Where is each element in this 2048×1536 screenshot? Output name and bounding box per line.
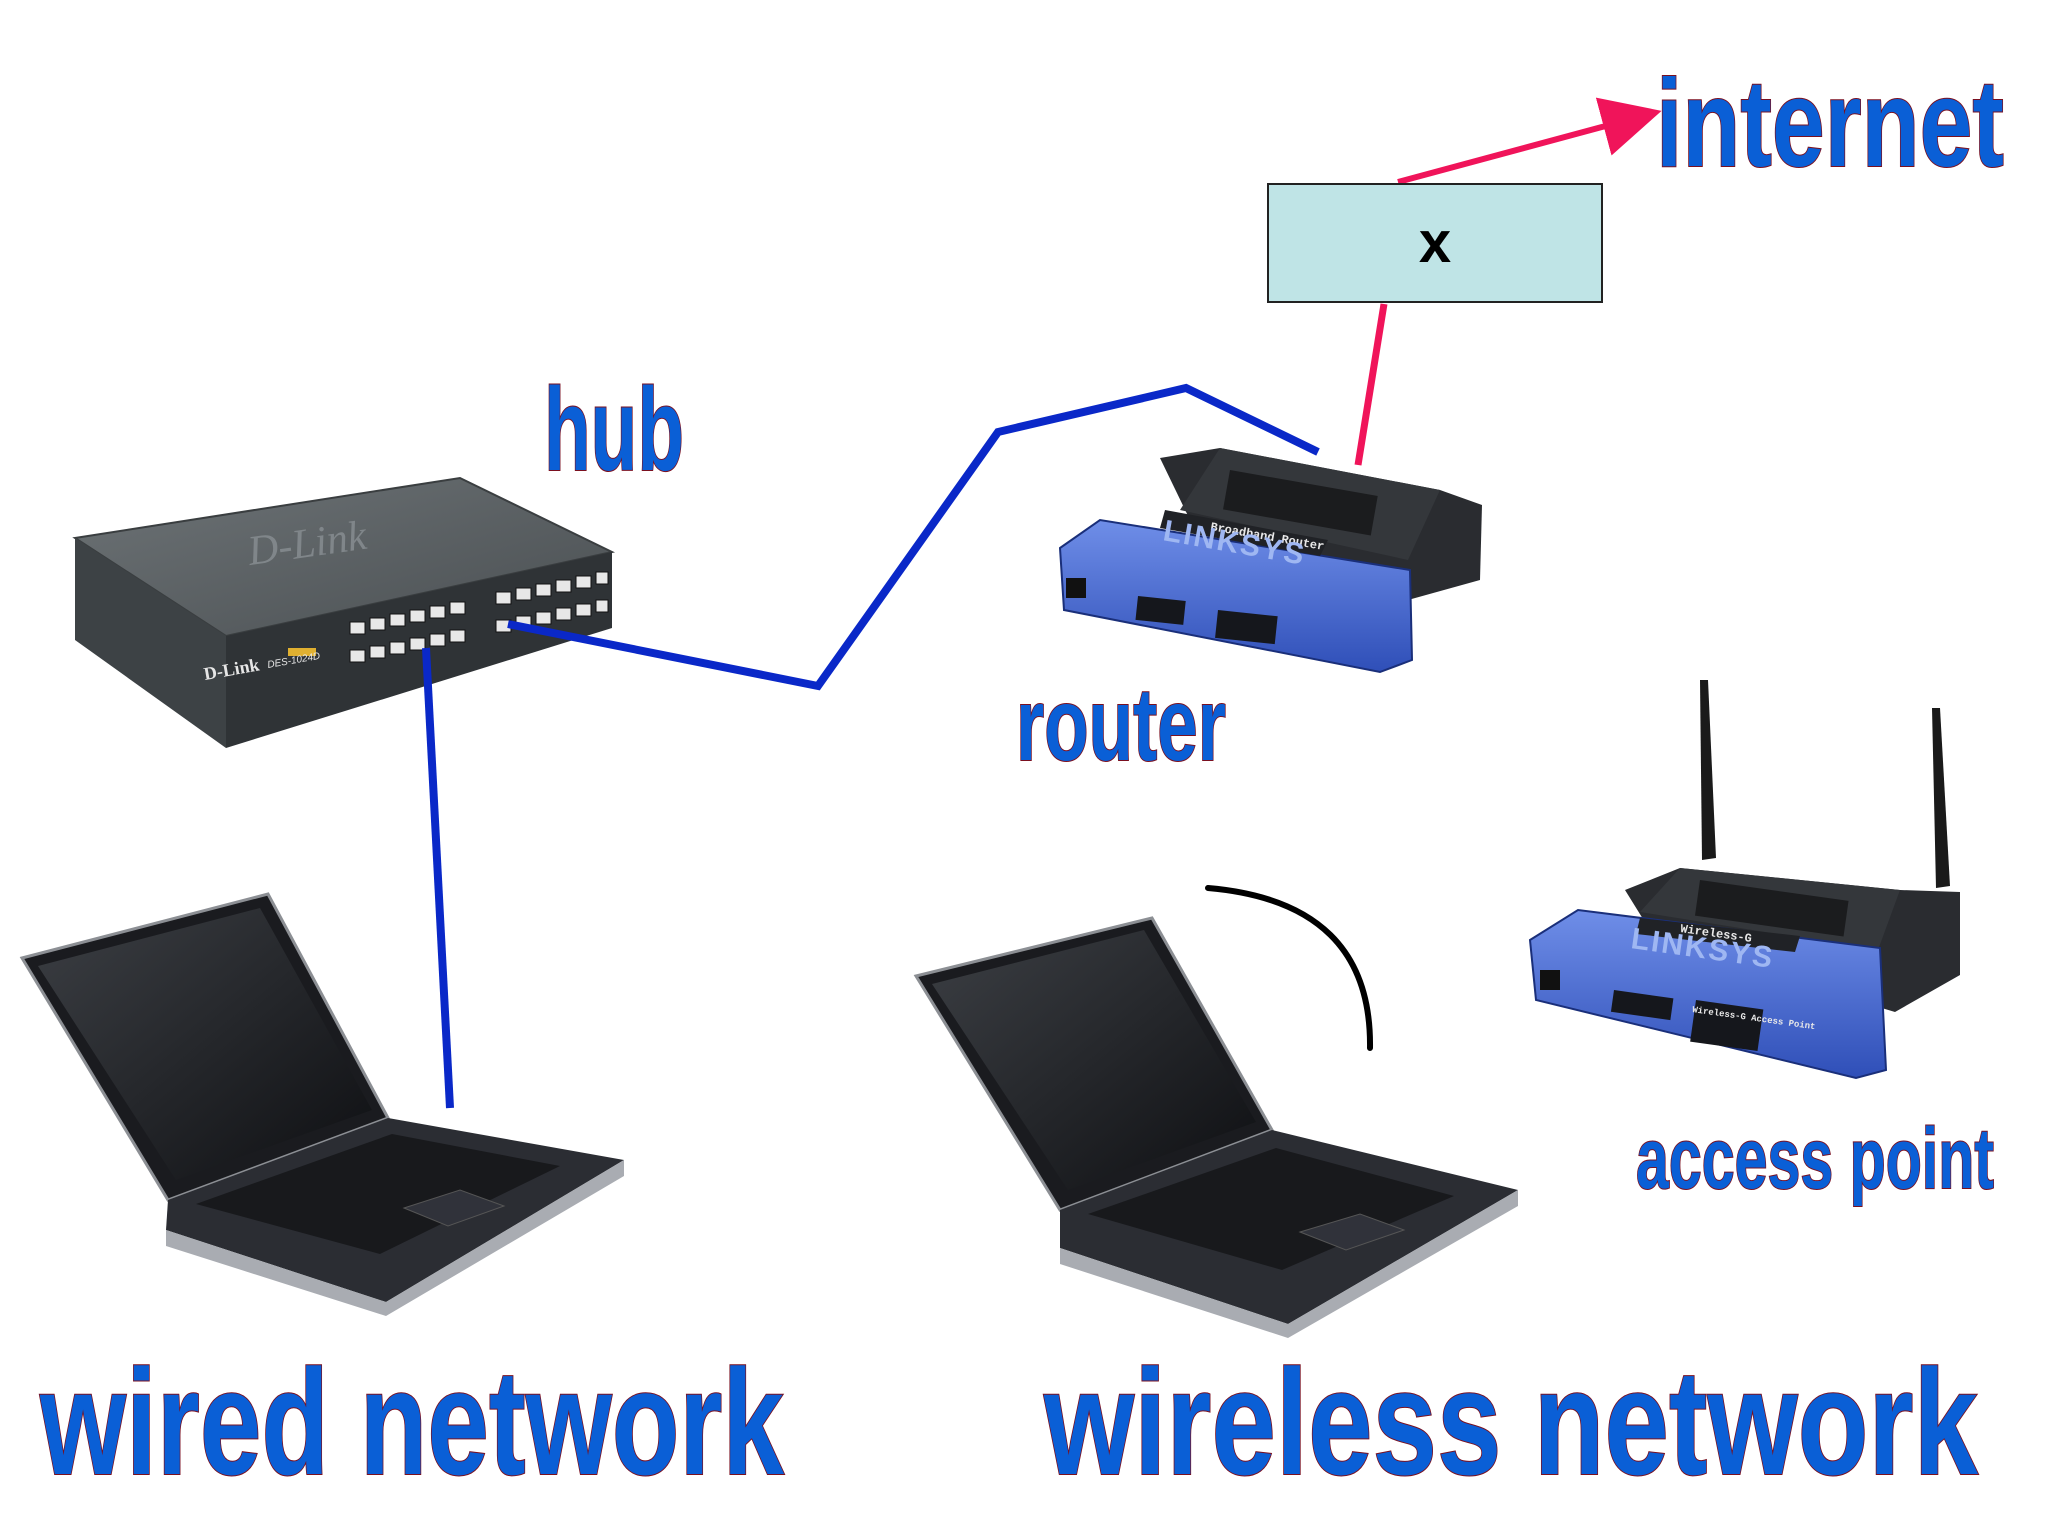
access-point-label: access point bbox=[1636, 1111, 1994, 1207]
hub-badge bbox=[288, 648, 316, 656]
x-box-label: x bbox=[1419, 210, 1451, 275]
hub-router-cable bbox=[507, 383, 1320, 691]
router-label: router bbox=[1016, 667, 1226, 783]
x-box: x bbox=[1267, 183, 1603, 303]
router-vents bbox=[1223, 470, 1378, 536]
wireless-signal-arc bbox=[1205, 885, 1374, 1051]
hub-laptop-cable bbox=[422, 647, 454, 1109]
wired-laptop bbox=[19, 892, 624, 1316]
cables bbox=[422, 97, 1662, 1109]
wireless-network-label: wireless network bbox=[1043, 1338, 1978, 1506]
router-uplink bbox=[1354, 303, 1388, 466]
access-point-device: Wireless-G LINKSYS Wireless-G Access Poi… bbox=[1528, 680, 1960, 1080]
wireless-laptop bbox=[913, 916, 1518, 1338]
hub-ports bbox=[349, 571, 609, 663]
internet-label: internet bbox=[1656, 55, 2004, 193]
hub-device: D-Link DES-1024D D-Link bbox=[72, 476, 616, 748]
router-device: Broadband Router LINKSYS bbox=[1058, 448, 1482, 674]
wired-network-label: wired network bbox=[39, 1338, 784, 1506]
internet-uplink bbox=[1397, 97, 1662, 185]
hub-label: hub bbox=[544, 364, 684, 496]
